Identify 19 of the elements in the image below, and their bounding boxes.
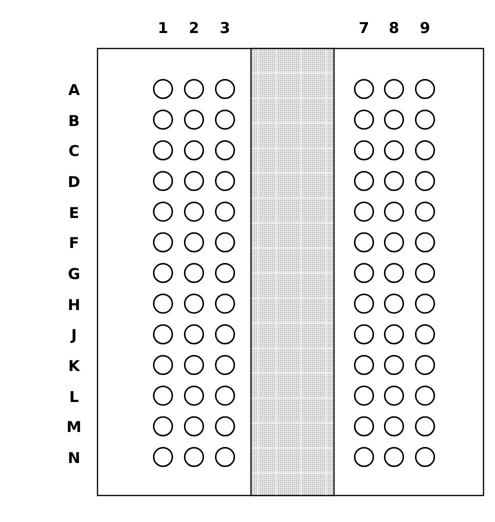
row-label: G <box>66 265 82 283</box>
column-label: 1 <box>156 19 170 37</box>
row-label: H <box>66 296 82 314</box>
row-label: J <box>69 326 78 344</box>
column-label: 8 <box>388 19 400 37</box>
row-label: D <box>66 173 82 191</box>
column-label: 9 <box>418 19 432 37</box>
column-label: 7 <box>358 19 370 37</box>
row-label: N <box>66 449 82 467</box>
row-label: C <box>67 142 80 160</box>
row-label: E <box>68 204 80 222</box>
row-label: F <box>68 234 80 252</box>
column-label: 3 <box>218 19 232 37</box>
row-label: K <box>67 357 82 375</box>
row-label: A <box>67 81 81 99</box>
row-label: M <box>66 418 82 436</box>
row-label: B <box>67 112 81 130</box>
column-label: 2 <box>188 19 200 37</box>
row-label: L <box>68 388 80 406</box>
